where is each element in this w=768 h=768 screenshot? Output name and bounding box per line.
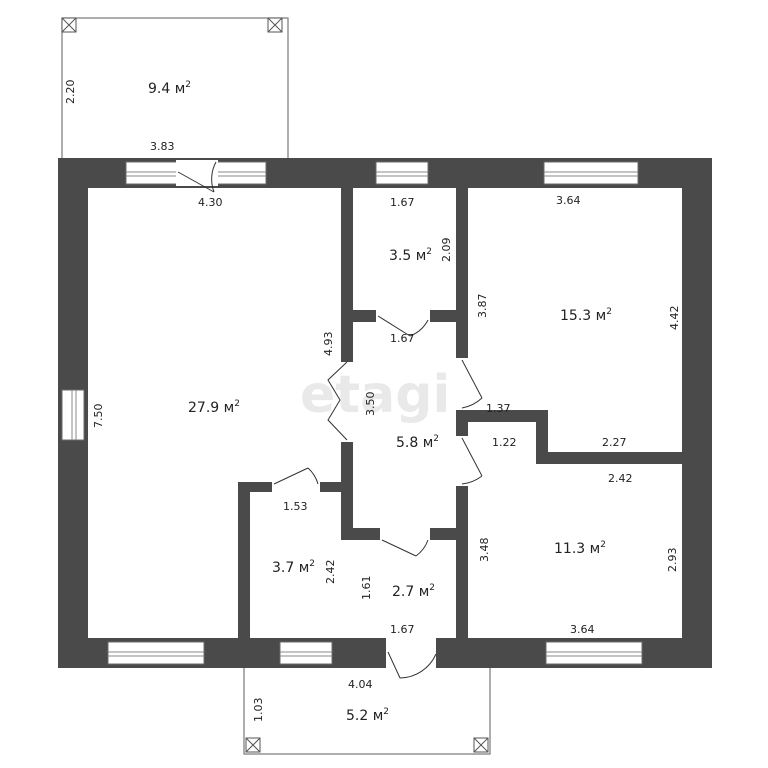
door-icon bbox=[327, 361, 355, 442]
dimension-label: 2.09 bbox=[440, 238, 453, 263]
dimension-label: 3.64 bbox=[556, 194, 581, 207]
room-area-living: 27.9 м2 bbox=[188, 399, 240, 416]
dimension-label: 1.22 bbox=[492, 436, 517, 449]
window bbox=[279, 641, 333, 665]
dimension-label: 4.30 bbox=[198, 196, 223, 209]
dimension-label: 4.04 bbox=[348, 678, 373, 691]
dimension-label: 3.83 bbox=[150, 140, 175, 153]
room-area-bedroom-2: 11.3 м2 bbox=[554, 540, 606, 557]
dimension-label: 4.42 bbox=[668, 306, 681, 331]
dimension-label: 1.53 bbox=[283, 500, 308, 513]
door-icon bbox=[272, 467, 320, 494]
corner-post-icon bbox=[267, 17, 283, 33]
window bbox=[375, 161, 429, 185]
room-area-bedroom-1: 15.3 м2 bbox=[560, 307, 612, 324]
dimension-label: 3.87 bbox=[476, 294, 489, 319]
dimension-label: 1.67 bbox=[390, 623, 415, 636]
room-area-hall: 5.8 м2 bbox=[396, 434, 439, 451]
door-icon bbox=[454, 436, 483, 486]
dimension-label: 3.48 bbox=[478, 538, 491, 563]
dimension-label: 1.61 bbox=[360, 576, 373, 601]
window bbox=[107, 641, 205, 665]
room-area-storage: 3.7 м2 bbox=[272, 559, 315, 576]
dimension-label: 2.42 bbox=[608, 472, 633, 485]
dimension-label: 1.67 bbox=[390, 332, 415, 345]
door-icon bbox=[376, 308, 430, 337]
room-area-porch: 5.2 м2 bbox=[346, 707, 389, 724]
room-area-small-top: 3.5 м2 bbox=[389, 247, 432, 264]
dimension-label: 4.93 bbox=[322, 332, 335, 357]
dimension-label: 1.67 bbox=[390, 196, 415, 209]
window bbox=[543, 161, 639, 185]
dimension-label: 3.50 bbox=[364, 392, 377, 417]
window bbox=[545, 641, 643, 665]
door-icon bbox=[386, 636, 437, 679]
door-icon bbox=[454, 358, 483, 410]
dimension-label: 2.42 bbox=[324, 560, 337, 585]
room-area-balcony: 9.4 м2 bbox=[148, 80, 191, 97]
corner-post-icon bbox=[245, 737, 261, 753]
dimension-label: 3.64 bbox=[570, 623, 595, 636]
dimension-label: 1.37 bbox=[486, 402, 511, 415]
door-icon bbox=[176, 160, 218, 193]
dimension-label: 2.27 bbox=[602, 436, 627, 449]
corner-post-icon bbox=[473, 737, 489, 753]
door-icon bbox=[380, 526, 430, 557]
dimension-label: 7.50 bbox=[92, 404, 105, 429]
dimension-label: 1.03 bbox=[252, 698, 265, 723]
dimension-label: 2.20 bbox=[64, 80, 77, 105]
window bbox=[61, 389, 85, 441]
watermark: etagi bbox=[300, 365, 450, 425]
corner-post-icon bbox=[61, 17, 77, 33]
dimension-label: 2.93 bbox=[666, 548, 679, 573]
room-area-bath: 2.7 м2 bbox=[392, 583, 435, 600]
